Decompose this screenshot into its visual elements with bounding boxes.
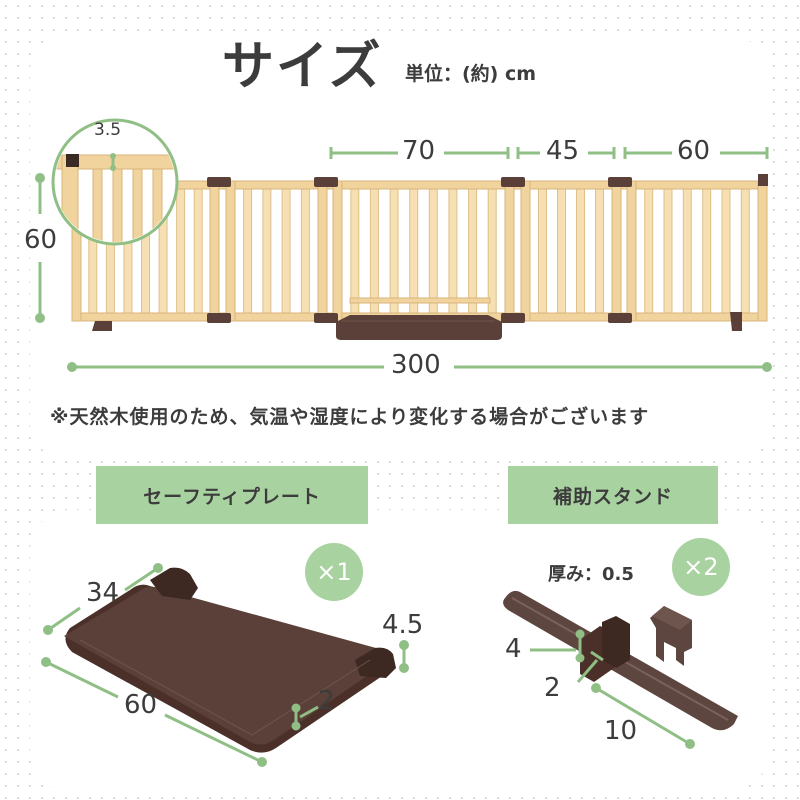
gate-slat [369,188,379,314]
stand-illustration [503,590,738,731]
gate-slat [487,188,497,314]
gate-slat [409,188,419,314]
stand-length-label: 10 [604,716,638,746]
gate-slats [88,188,750,314]
detail-dim-label: 3.5 [94,120,122,140]
gate-slat [193,188,203,314]
gate-slat [538,188,547,314]
panel-b-dim-label: 45 [546,136,580,166]
panel-a-dim-label: 70 [402,136,436,166]
safety-plate-height-label: 4.5 [382,610,424,640]
dimension-lines [35,147,772,372]
stand-height-label: 4 [505,634,522,664]
panel-c-dim-label: 60 [677,136,711,166]
gate-slat [300,188,310,314]
gate-slat [428,188,438,314]
stand-dims [530,629,695,749]
gate-slat [595,188,604,314]
gate-slat [576,188,585,314]
gate-slat [702,188,712,314]
gate-hinges [92,174,768,331]
gate-slat [721,188,731,314]
height-dim-label: 60 [24,225,58,255]
gate-slat [262,188,272,314]
gate-slat [176,188,186,314]
gate-slat [740,188,750,314]
stand-label: 補助スタンド [508,466,718,524]
gate-safety-plate [336,315,502,340]
stand-thickness-text: 厚み：0.5 [548,564,634,585]
gate-slat [350,188,360,314]
gate-slat [468,188,478,314]
gate-slat [448,188,458,314]
material-note: ※天然木使用のため、気温や湿度により変化する場合がございます [50,406,650,428]
unit-label: 単位：(約) cm [405,63,537,85]
gate-slat [557,188,566,314]
stand-count: ×2 [672,538,730,596]
safety-plate-label: セーフティプレート [96,466,368,524]
safety-plate-width-label: 60 [124,690,158,720]
gate-slat [243,188,253,314]
gate-slat [281,188,291,314]
gate-slat [389,188,399,314]
safety-plate-count: ×1 [305,543,363,601]
gate-slat [644,188,654,314]
page-title: サイズ [222,37,383,97]
stand-width-label: 2 [544,673,561,703]
safety-plate-depth-label: 34 [86,578,120,608]
gate-slat [682,188,692,314]
safety-plate-thickness-label: 2 [318,686,335,716]
gate-slat [663,188,673,314]
safety-plate-dims [41,563,409,767]
total-dim-label: 300 [391,350,441,380]
detail-circle [51,118,179,246]
